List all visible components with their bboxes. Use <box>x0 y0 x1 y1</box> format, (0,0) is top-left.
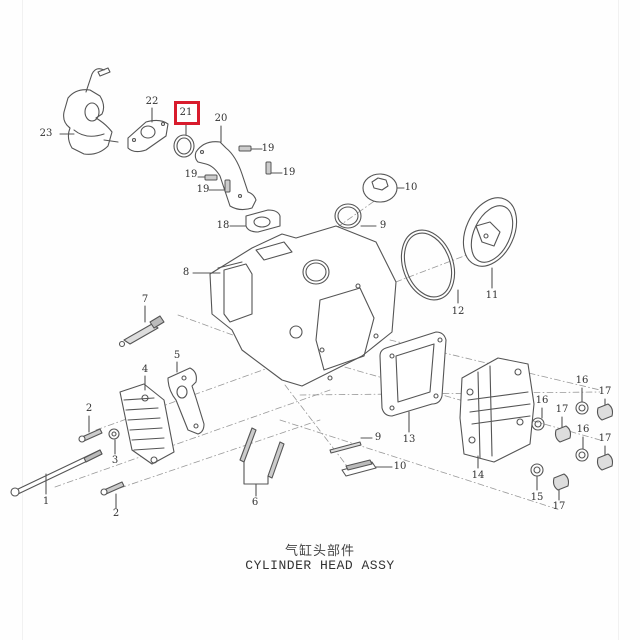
head-cover-part-14 <box>459 357 535 469</box>
callout-21: 21 <box>179 107 193 118</box>
callout-2b: 2 <box>112 508 120 519</box>
callout-2a: 2 <box>85 403 93 414</box>
pin-part-9-lower <box>329 437 373 454</box>
cylinder-head-body <box>192 225 397 387</box>
gasket-part-18 <box>229 209 281 233</box>
page-edge-left <box>22 0 23 640</box>
callout-14: 14 <box>471 470 485 481</box>
manifold-part-4 <box>119 375 175 465</box>
o-ring-part-12 <box>400 229 459 304</box>
callout-9a: 9 <box>379 220 387 231</box>
callout-10a: 10 <box>404 182 418 193</box>
callout-19d: 19 <box>196 184 210 195</box>
washers-part-16 <box>531 387 589 462</box>
callout-16b: 16 <box>535 395 549 406</box>
callout-23: 23 <box>39 128 53 139</box>
callout-9b: 9 <box>374 432 382 443</box>
bolts-part-2 <box>78 415 125 509</box>
callout-1: 1 <box>42 496 50 507</box>
callout-17c: 17 <box>598 433 612 444</box>
callout-10b: 10 <box>393 461 407 472</box>
callout-20: 20 <box>214 113 228 124</box>
highlight-box-part-21 <box>174 101 200 125</box>
callout-8: 8 <box>182 267 190 278</box>
callout-16c: 16 <box>576 424 590 435</box>
stud-part-1 <box>10 449 103 497</box>
spark-plug-part-7 <box>118 305 165 348</box>
callout-5: 5 <box>173 350 181 361</box>
callout-15: 15 <box>530 492 544 503</box>
gasket-part-22 <box>127 107 169 153</box>
studs-part-6 <box>239 427 285 497</box>
bolts-part-19 <box>197 145 283 193</box>
o-ring-part-9 <box>334 203 377 229</box>
callout-4: 4 <box>141 364 149 375</box>
callout-19b: 19 <box>282 167 296 178</box>
callout-18: 18 <box>216 220 230 231</box>
tensioner-part-10-lower <box>341 459 393 477</box>
gasket-part-5 <box>167 361 205 435</box>
callout-17b: 17 <box>555 404 569 415</box>
intake-pipe-part-20 <box>194 125 257 211</box>
callout-19a: 19 <box>261 143 275 154</box>
callout-16a: 16 <box>575 375 589 386</box>
gasket-part-13 <box>379 331 447 433</box>
washer-part-15 <box>530 463 544 491</box>
callout-12: 12 <box>451 306 465 317</box>
oil-cap-part-10 <box>362 173 405 203</box>
callout-19c: 19 <box>184 169 198 180</box>
carburetor-part-23 <box>59 67 119 155</box>
page-edge-right <box>618 0 619 640</box>
callout-7: 7 <box>141 294 149 305</box>
callout-11: 11 <box>485 290 499 301</box>
o-ring-part-21 <box>173 123 195 158</box>
callout-17a: 17 <box>598 386 612 397</box>
callout-22: 22 <box>145 96 159 107</box>
diagram-title-chinese: 气缸头部件 <box>284 544 355 559</box>
cap-nuts-part-17 <box>552 398 614 501</box>
diagram-title-english: CYLINDER HEAD ASSY <box>245 558 395 573</box>
washer-part-3 <box>108 428 120 455</box>
callout-6: 6 <box>251 497 259 508</box>
side-cover-part-11 <box>462 197 518 289</box>
callout-13: 13 <box>402 434 416 445</box>
callout-3: 3 <box>111 455 119 466</box>
callout-17d: 17 <box>552 501 566 512</box>
